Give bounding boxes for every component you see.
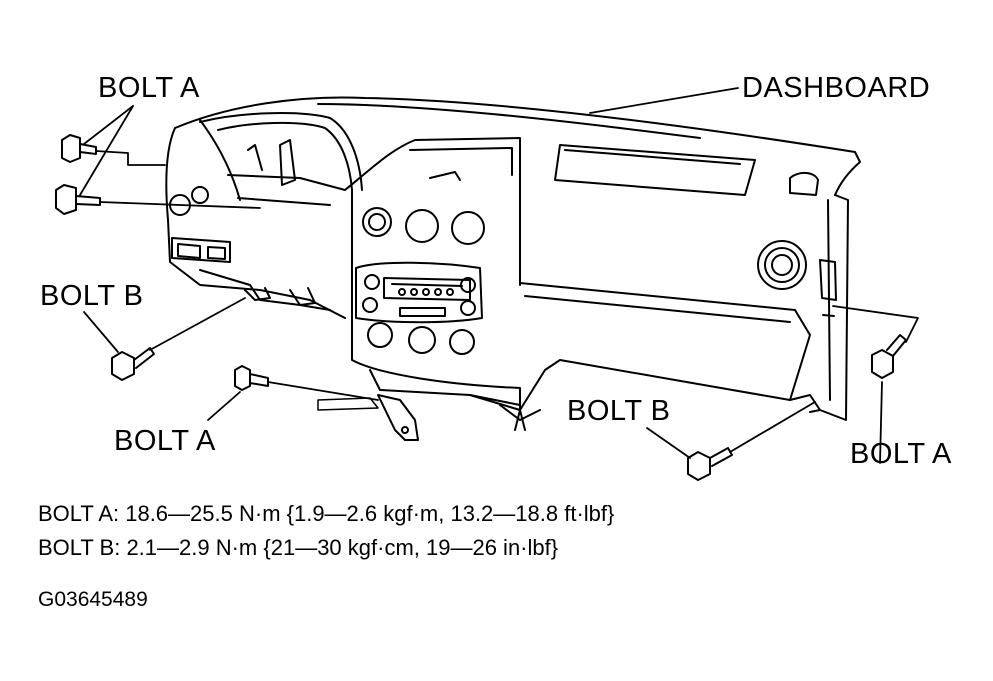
bolt-b-left-label: BOLT B — [40, 280, 144, 312]
bolt-b-torque-spec: BOLT B: 2.1—2.9 N·m {21—30 kgf·cm, 19—26… — [38, 535, 559, 560]
bolt-b-right-icon — [688, 448, 732, 480]
dashboard-body — [166, 97, 860, 440]
bolt-a-upper-2 — [56, 185, 100, 214]
bolt-a-bottom-icon — [235, 366, 268, 390]
bolt-b-left-icon — [112, 348, 154, 380]
dashboard-label: DASHBOARD — [742, 72, 931, 104]
figure-id: G03645489 — [38, 588, 148, 611]
bolt-a-right-icon — [872, 335, 906, 378]
bolt-b-right-label: BOLT B — [567, 395, 671, 427]
leader-lines — [80, 88, 918, 463]
bolt-a-bottom-label: BOLT A — [114, 425, 216, 457]
bolt-a-top-label: BOLT A — [98, 72, 200, 104]
bolt-a-right-label: BOLT A — [850, 438, 952, 470]
bolt-a-torque-spec: BOLT A: 18.6—25.5 N·m {1.9—2.6 kgf·m, 13… — [38, 501, 615, 526]
